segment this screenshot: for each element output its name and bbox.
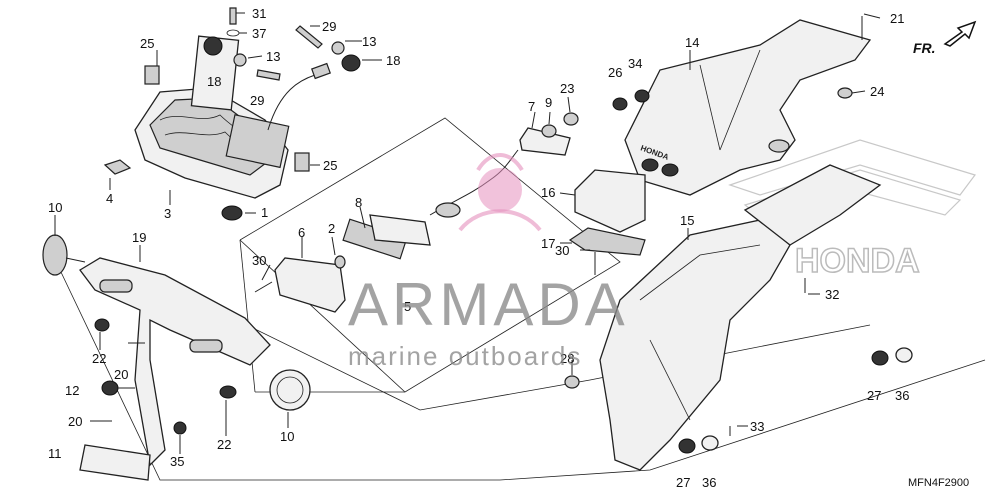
part-25-clip-upper — [144, 65, 160, 85]
part-15-fender-lower — [599, 164, 882, 471]
exploded-view-frames — [59, 117, 986, 481]
callout-2: 2 — [328, 221, 335, 236]
callout-21: 21 — [890, 11, 904, 26]
watermark-logo-icon — [478, 168, 522, 212]
part-1-grommet — [221, 205, 243, 221]
callout-6: 6 — [298, 225, 305, 240]
mount-frame-lower — [59, 269, 986, 481]
callout-13-right: 13 — [362, 34, 376, 49]
callout-11: 11 — [48, 446, 62, 461]
honda-wordmark-text: HONDA — [795, 242, 920, 280]
part-23-nut — [563, 112, 579, 126]
part-6-lens — [274, 257, 346, 313]
callout-33: 33 — [750, 419, 764, 434]
misc-hardware — [90, 16, 913, 454]
front-direction-label: FR. — [913, 40, 936, 56]
part-11-reflector — [79, 444, 151, 481]
part-7-bracket-plate — [519, 127, 571, 156]
callout-12: 12 — [65, 383, 79, 398]
callout-36-right: 36 — [895, 388, 909, 403]
part-25-clip-lower — [294, 152, 310, 172]
callout-15: 15 — [680, 213, 694, 228]
callout-5: 5 — [404, 299, 411, 314]
part-3-tail-light — [134, 35, 290, 199]
part-14-fender-upper: HONDA — [624, 19, 872, 196]
part-16-damper — [574, 169, 646, 233]
part-5-housing — [369, 214, 431, 246]
part-4-pad — [103, 159, 132, 175]
armada-watermark: ARMADA marine outboards — [348, 153, 629, 371]
callout-25-upper: 25 — [140, 36, 154, 51]
part-17-bracket — [568, 227, 646, 256]
callout-4: 4 — [106, 191, 113, 206]
callout-18-right: 18 — [386, 53, 400, 68]
callout-20-upper: 20 — [114, 367, 128, 382]
socket — [435, 202, 461, 218]
watermark-name: ARMADA — [348, 271, 629, 338]
callout-22-left: 22 — [92, 351, 106, 366]
callout-20-lower: 20 — [68, 414, 82, 429]
callout-13-left: 13 — [266, 49, 280, 64]
callout-36-lower: 36 — [702, 475, 716, 490]
front-arrow-icon — [943, 20, 977, 47]
callout-22-right: 22 — [217, 437, 231, 452]
honda-background-logo: HONDA — [728, 139, 976, 281]
callout-8: 8 — [355, 195, 362, 210]
callout-18-left: 18 — [207, 74, 221, 89]
callout-10-upper: 10 — [48, 200, 62, 215]
callout-23: 23 — [560, 81, 574, 96]
callout-34: 34 — [628, 56, 642, 71]
license-light-subassembly — [254, 112, 579, 313]
callout-26: 26 — [608, 65, 622, 80]
callout-10-lower: 10 — [280, 429, 294, 444]
callout-31: 31 — [252, 6, 266, 21]
callout-30-left: 30 — [252, 253, 266, 268]
callout-25-lower: 25 — [323, 158, 337, 173]
diagram-code: MFN4F2900 — [908, 477, 969, 489]
upper-hardware — [203, 7, 361, 131]
callout-leaders — [54, 12, 881, 454]
part-19-bracket — [79, 257, 271, 467]
callout-27-right: 27 — [867, 388, 881, 403]
callout-14: 14 — [685, 35, 699, 50]
callout-numbers: 1 2 3 4 5 6 7 8 9 10 10 11 12 13 13 14 1… — [48, 6, 909, 490]
part-10-reflectors — [42, 234, 311, 411]
callout-9: 9 — [545, 95, 552, 110]
front-direction-indicator: FR. — [913, 20, 977, 56]
callout-7: 7 — [528, 99, 535, 114]
callout-3: 3 — [164, 206, 171, 221]
callout-29-lower: 29 — [250, 93, 264, 108]
callout-17: 17 — [541, 236, 555, 251]
callout-30-right: 30 — [555, 243, 569, 258]
callout-1: 1 — [261, 205, 268, 220]
watermark-tagline: marine outboards — [348, 341, 582, 371]
part-2-bulb — [334, 255, 346, 269]
sub-assembly-frame-5 — [239, 117, 621, 393]
callout-24: 24 — [870, 84, 884, 99]
callout-16: 16 — [541, 185, 555, 200]
callout-35: 35 — [170, 454, 184, 469]
callout-27-lower: 27 — [676, 475, 690, 490]
mount-frame-upper — [154, 279, 871, 411]
callout-28: 28 — [560, 351, 574, 366]
callout-37: 37 — [252, 26, 266, 41]
callout-29-upper: 29 — [322, 19, 336, 34]
callout-19: 19 — [132, 230, 146, 245]
part-30-screw-left — [254, 281, 273, 293]
callout-32: 32 — [825, 287, 839, 302]
part-9-nut — [541, 124, 557, 138]
